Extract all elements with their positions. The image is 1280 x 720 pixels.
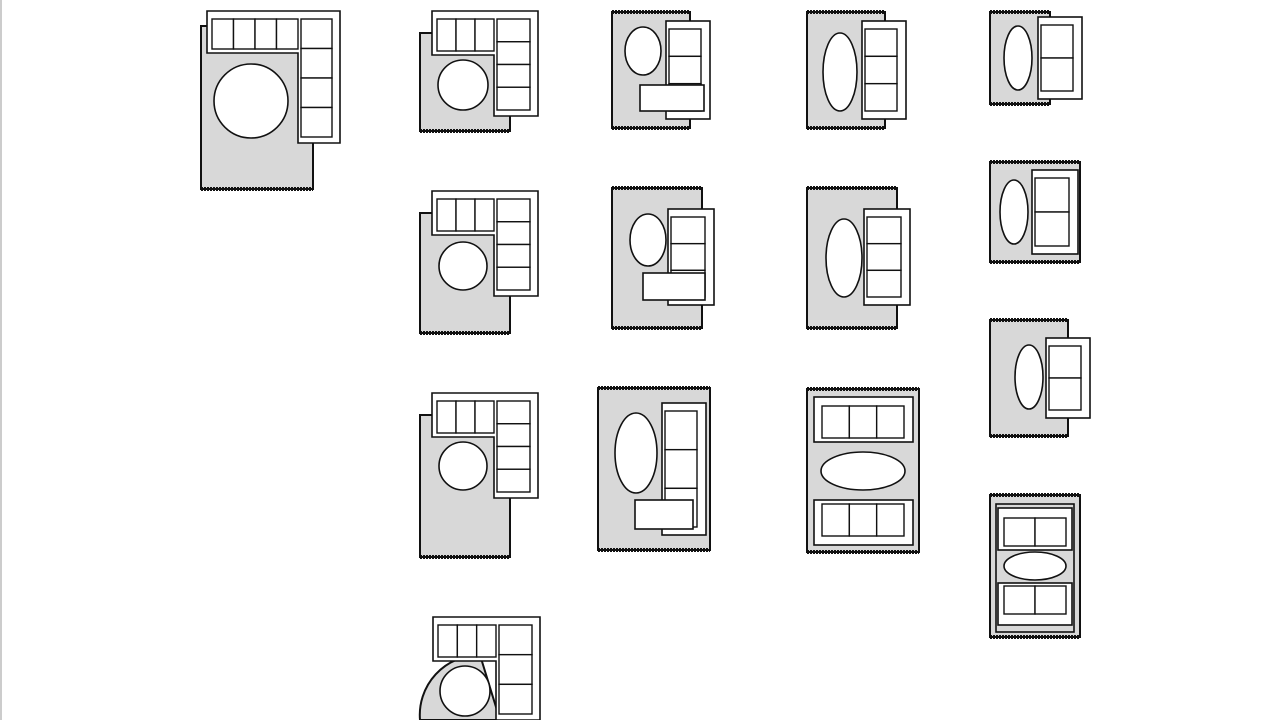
sofa-cushion	[474, 18, 495, 52]
sofa-cushion	[436, 198, 457, 232]
layout-loveseat-oval-2	[989, 160, 1081, 264]
sofa-cushion	[496, 400, 531, 425]
sofa-cushion	[1003, 517, 1036, 547]
round-coffee-table	[438, 241, 488, 291]
layout-sofa-oval-2	[806, 186, 911, 330]
sofa-cushion	[668, 28, 702, 58]
layout-sectional-round-2	[419, 10, 539, 133]
sofa-cushion	[821, 503, 851, 537]
oval-coffee-table	[825, 218, 863, 298]
round-coffee-table	[213, 63, 289, 139]
sofa-cushion	[670, 242, 706, 272]
chaise-lounge	[639, 84, 705, 112]
round-coffee-table	[438, 441, 488, 491]
sofa-cushion	[1048, 345, 1082, 379]
oval-coffee-table	[1014, 344, 1044, 410]
sofa-cushion	[670, 216, 706, 245]
sofa-cushion	[437, 624, 459, 658]
sofa-cushion	[475, 624, 497, 658]
oval-coffee-table	[1003, 25, 1033, 91]
sofa-cushion	[232, 18, 256, 50]
sofa-cushion	[496, 221, 531, 246]
sofa-cushion	[436, 18, 457, 52]
rug-border	[995, 503, 1075, 633]
sofa-cushion	[496, 423, 531, 448]
chaise-lounge	[642, 272, 706, 301]
sofa-cushion	[300, 47, 333, 79]
sofa-cushion	[300, 18, 333, 50]
layout-sectional-round-3	[419, 190, 539, 335]
sofa-cushion	[474, 198, 495, 232]
layout-chaise-oval-3	[597, 386, 711, 552]
sofa-cushion	[496, 41, 531, 66]
sofa-cushion	[1040, 57, 1074, 92]
layout-loveseat-oval-1	[989, 10, 1083, 106]
sofa-cushion	[254, 18, 278, 50]
layout-sectional-round-1	[200, 10, 341, 191]
sofa-cushion	[664, 410, 698, 451]
sofa-cushion	[1034, 177, 1070, 213]
sofa-cushion	[864, 28, 898, 58]
sofa-cushion	[1040, 24, 1074, 59]
layout-sectional-round-5	[418, 616, 541, 720]
sofa-cushion	[864, 55, 898, 85]
oval-coffee-table	[624, 26, 662, 76]
sofa-cushion	[668, 55, 702, 85]
sofa-cushion	[848, 503, 878, 537]
layout-sofa-oval-1	[806, 10, 907, 130]
sofa-cushion	[211, 18, 235, 50]
sofa-cushion	[498, 624, 533, 656]
sofa-cushion	[875, 503, 905, 537]
sofa-cushion	[1034, 585, 1067, 615]
sofa-cushion	[300, 77, 333, 109]
sofa-cushion	[821, 405, 851, 439]
sofa-cushion	[866, 269, 902, 298]
sofa-cushion	[455, 18, 476, 52]
sofa-cushion	[1034, 517, 1067, 547]
sofa-cushion	[496, 468, 531, 493]
layout-loveseat-oval-3	[989, 318, 1091, 438]
sofa-cushion	[496, 266, 531, 291]
sofa-cushion	[1003, 585, 1036, 615]
sofa-cushion	[474, 400, 495, 434]
sofa-cushion	[275, 18, 299, 50]
oval-coffee-table	[1003, 551, 1067, 581]
oval-coffee-table	[999, 179, 1029, 245]
sofa-cushion	[300, 106, 333, 138]
sofa-cushion	[496, 86, 531, 111]
sofa-cushion	[455, 198, 476, 232]
sofa-cushion	[496, 63, 531, 88]
layout-chaise-oval-1	[611, 10, 711, 130]
oval-coffee-table	[629, 213, 667, 267]
sofa-cushion	[496, 198, 531, 223]
layout-two-loveseats-1	[989, 493, 1081, 639]
chaise-lounge	[634, 499, 694, 530]
oval-coffee-table	[822, 32, 858, 112]
sofa-cushion	[436, 400, 457, 434]
sofa-cushion	[864, 82, 898, 112]
layout-sectional-round-4	[419, 392, 539, 559]
round-coffee-table	[437, 59, 489, 111]
sofa-cushion	[875, 405, 905, 439]
sofa-cushion	[1034, 211, 1070, 247]
sofa-cushion	[496, 243, 531, 268]
sofa-cushion	[498, 683, 533, 715]
sofa-cushion	[496, 445, 531, 470]
sofa-cushion	[866, 242, 902, 272]
sofa-cushion	[496, 18, 531, 43]
sofa-cushion	[498, 653, 533, 686]
layout-two-sofas-1	[806, 387, 920, 554]
sofa-cushion	[455, 400, 476, 434]
sofa-cushion	[664, 448, 698, 490]
sofa-cushion	[1048, 377, 1082, 411]
sofa-cushion	[848, 405, 878, 439]
oval-coffee-table	[614, 412, 658, 494]
oval-coffee-table	[820, 451, 906, 491]
layout-chaise-oval-2	[611, 186, 715, 330]
round-coffee-table	[439, 665, 491, 717]
sofa-cushion	[456, 624, 478, 658]
sofa-cushion	[866, 216, 902, 245]
